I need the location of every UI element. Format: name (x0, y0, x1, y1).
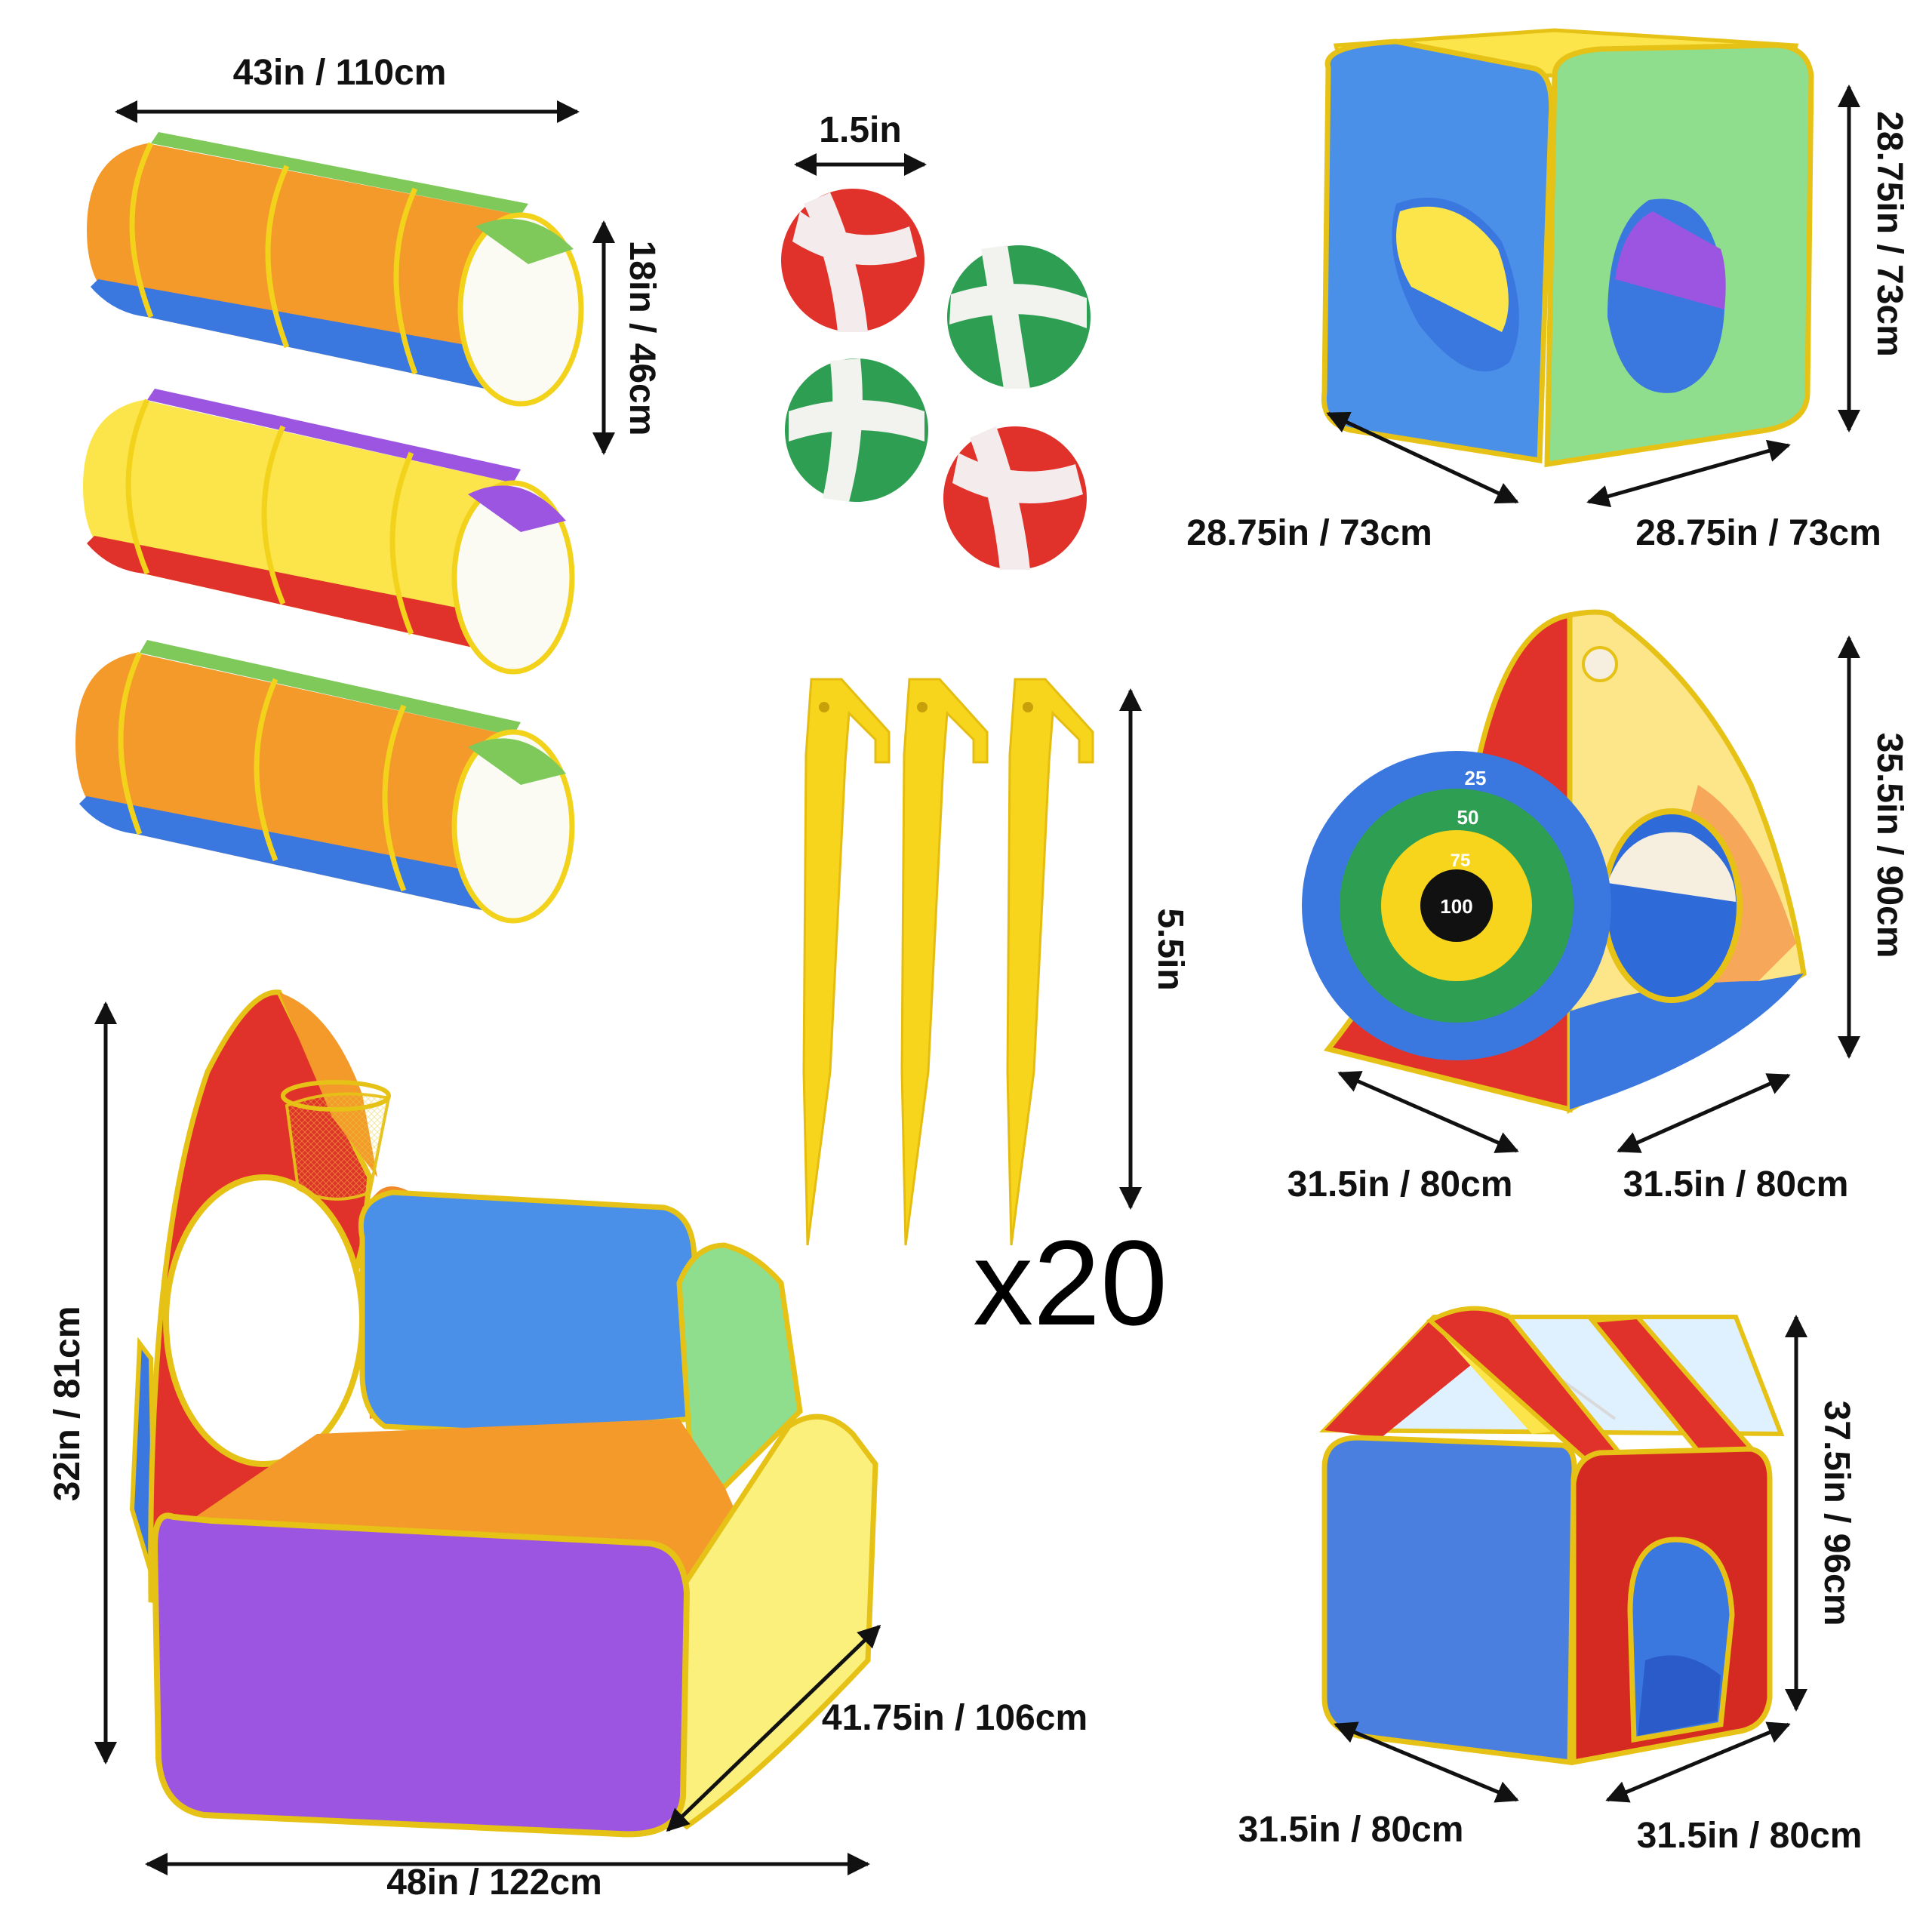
target-bullseye (1420, 869, 1493, 942)
target-tent: 25 50 75 100 (1302, 609, 1807, 1115)
house-tent-depth-arrow (1605, 1721, 1791, 1803)
cube-tent-depth-arrow (1586, 439, 1791, 508)
ball-red-1 (781, 189, 924, 332)
target-score-25: 25 (1465, 767, 1487, 789)
ball-green-1 (947, 245, 1091, 389)
target-score-100: 100 (1440, 895, 1472, 918)
target-score-75: 75 (1451, 851, 1471, 871)
ball-pit-height-label: 32in / 81cm (48, 1306, 88, 1502)
house-tent-width-arrow (1334, 1721, 1519, 1803)
ball-diameter-label: 1.5in (819, 110, 901, 150)
cube-tent-width-arrow (1326, 411, 1519, 504)
ball-pit (129, 989, 878, 1838)
tunnel-length-label: 43in / 110cm (233, 53, 447, 93)
ball-red-2 (943, 426, 1087, 570)
ball-pit-width-label: 48in / 122cm (386, 1863, 602, 1903)
tunnel-3 (75, 640, 575, 924)
house-tent-width-label: 31.5in / 80cm (1238, 1810, 1464, 1850)
ball-green-2 (785, 358, 928, 502)
cube-tent (1321, 28, 1814, 468)
house-tent-depth-label: 31.5in / 80cm (1637, 1816, 1863, 1856)
stake-1 (802, 678, 891, 1246)
cube-tent-height-label: 28.75in / 73cm (1869, 111, 1909, 357)
target-tent-depth-label: 31.5in / 80cm (1623, 1164, 1849, 1204)
ball-pit-depth-arrow (666, 1624, 881, 1832)
stake-2 (900, 678, 989, 1246)
tunnel-1 (87, 132, 584, 407)
ball-pit-depth-label: 41.75in / 106cm (822, 1698, 1088, 1738)
target-tent-height-label: 35.5in / 90cm (1869, 733, 1909, 958)
stake-3 (1006, 678, 1094, 1246)
target-tent-width-arrow (1337, 1071, 1519, 1153)
target-score-50: 50 (1457, 806, 1479, 829)
house-tent-height-label: 37.5in / 96cm (1817, 1401, 1857, 1626)
house-tent (1318, 1306, 1785, 1766)
stake-quantity-label: x20 (973, 1215, 1168, 1350)
tunnel-diameter-label: 18in / 46cm (622, 241, 662, 436)
target-tent-depth-arrow (1617, 1073, 1791, 1153)
target-tent-width-label: 31.5in / 80cm (1287, 1164, 1513, 1204)
cube-tent-width-label: 28.75in / 73cm (1186, 513, 1432, 553)
stake-length-label: 5.5in (1150, 908, 1190, 990)
tunnel-2 (83, 389, 575, 675)
cube-tent-depth-label: 28.75in / 73cm (1635, 513, 1881, 553)
